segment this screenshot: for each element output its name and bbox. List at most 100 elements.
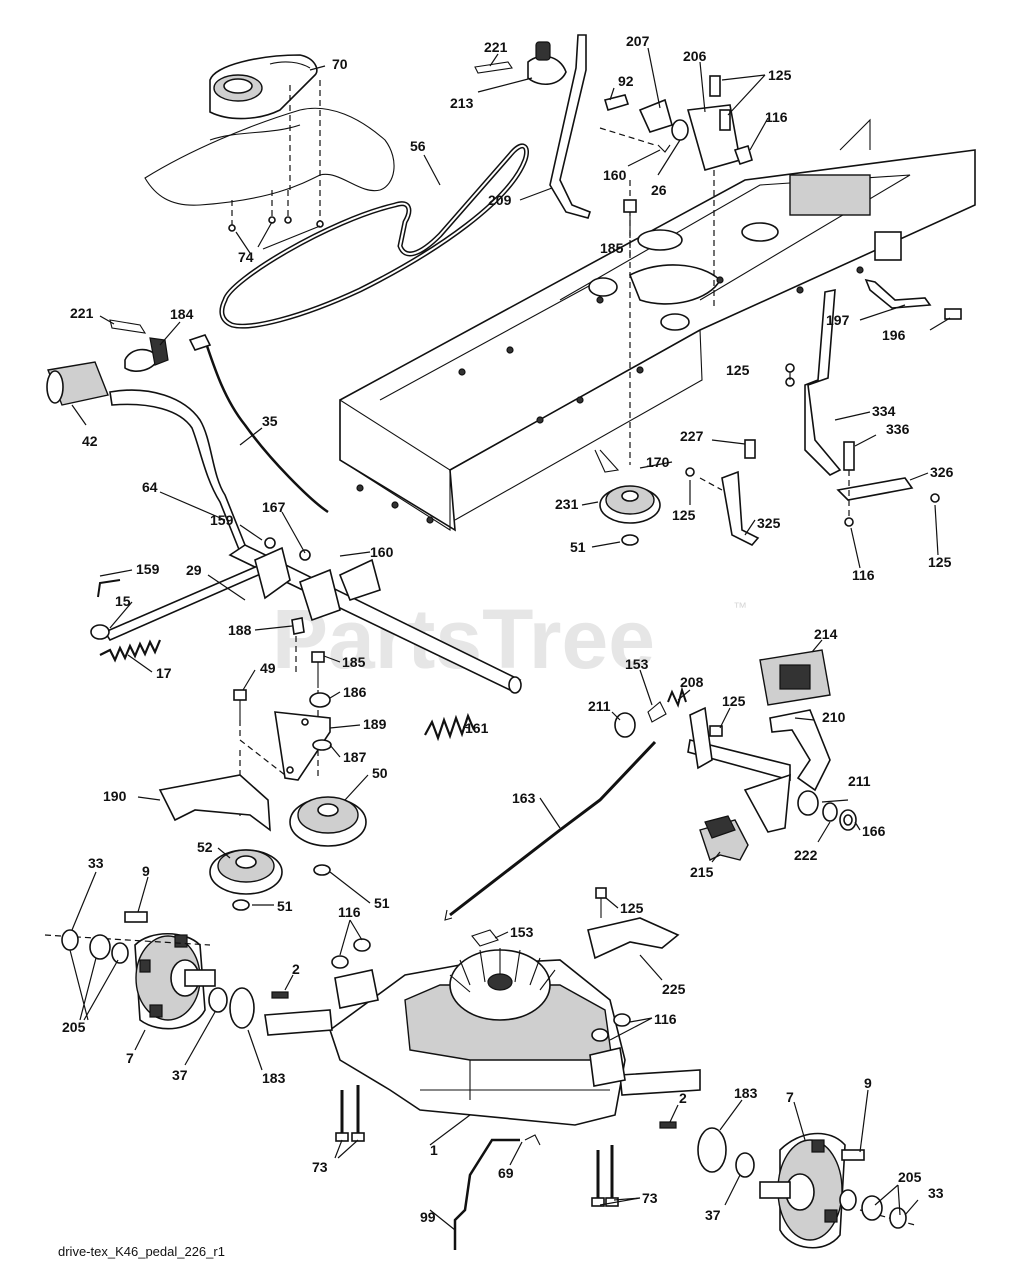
pulley-231 xyxy=(594,449,661,546)
label-2-right: 2 xyxy=(679,1090,687,1106)
shield-190 xyxy=(158,774,271,832)
drive-belt xyxy=(219,143,529,329)
chassis-frame xyxy=(339,118,976,532)
label-221-left: 221 xyxy=(70,305,94,321)
leader-lines xyxy=(69,47,951,1231)
label-7-right: 7 xyxy=(786,1089,794,1105)
label-207: 207 xyxy=(626,33,650,49)
label-231: 231 xyxy=(555,496,579,512)
label-163: 163 xyxy=(512,790,536,806)
seat-control-knob xyxy=(209,54,318,120)
label-222: 222 xyxy=(794,847,818,863)
label-33: 33 xyxy=(88,855,104,871)
pedal-pad-214 xyxy=(759,649,831,706)
label-187: 187 xyxy=(343,749,367,765)
label-15: 15 xyxy=(115,593,131,609)
label-116-right: 116 xyxy=(654,1011,677,1027)
label-225: 225 xyxy=(662,981,686,997)
label-1: 1 xyxy=(430,1142,438,1158)
label-185: 185 xyxy=(342,654,366,670)
label-116-b: 116 xyxy=(852,567,875,583)
bolts-73-right xyxy=(591,1145,619,1207)
label-33-right: 33 xyxy=(928,1185,944,1201)
label-51-b: 51 xyxy=(374,895,390,911)
pedal-arm-210 xyxy=(687,706,831,833)
label-29: 29 xyxy=(186,562,202,578)
label-211: 211 xyxy=(588,698,611,714)
label-159: 159 xyxy=(210,512,234,528)
label-35: 35 xyxy=(262,413,278,429)
label-125-pedal: 125 xyxy=(722,693,746,709)
clips-153-208 xyxy=(647,686,723,737)
label-183: 183 xyxy=(262,1070,286,1086)
label-210: 210 xyxy=(822,709,846,725)
lever-arms-29 xyxy=(90,537,381,642)
label-73-right: 73 xyxy=(642,1190,658,1206)
transaxle-1 xyxy=(264,948,701,1126)
label-334: 334 xyxy=(872,403,896,419)
label-196: 196 xyxy=(882,327,906,343)
label-99: 99 xyxy=(420,1209,436,1225)
hardware-right xyxy=(659,1121,916,1229)
label-221: 221 xyxy=(484,39,508,55)
label-160-top: 160 xyxy=(603,167,627,183)
label-116-top: 116 xyxy=(765,109,788,125)
label-7: 7 xyxy=(126,1050,134,1066)
label-167: 167 xyxy=(262,499,286,515)
label-166: 166 xyxy=(862,823,886,839)
pedal-pad-215 xyxy=(699,815,749,861)
label-211-b: 211 xyxy=(848,773,871,789)
label-183-right: 183 xyxy=(734,1085,758,1101)
clip-153 xyxy=(471,929,499,947)
label-37-right: 37 xyxy=(705,1207,721,1223)
label-208: 208 xyxy=(680,674,704,690)
label-9-right: 9 xyxy=(864,1075,872,1091)
bolt-125-bottom xyxy=(595,887,607,918)
spring-161 xyxy=(424,712,476,742)
label-213: 213 xyxy=(450,95,474,111)
label-50: 50 xyxy=(372,765,388,781)
label-159-left: 159 xyxy=(136,561,160,577)
label-51: 51 xyxy=(277,898,293,914)
label-205: 205 xyxy=(62,1019,86,1035)
label-153: 153 xyxy=(510,924,534,940)
label-2: 2 xyxy=(292,961,300,977)
label-190: 190 xyxy=(103,788,127,804)
label-125-c: 125 xyxy=(928,554,952,570)
label-37: 37 xyxy=(172,1067,188,1083)
label-116: 116 xyxy=(338,904,361,920)
bolt-49 xyxy=(233,689,247,740)
pulley-52 xyxy=(209,849,283,911)
shield-225 xyxy=(587,917,680,960)
label-153-right: 153 xyxy=(625,656,649,672)
label-160: 160 xyxy=(370,544,394,560)
label-326: 326 xyxy=(930,464,954,480)
label-125-top: 125 xyxy=(768,67,792,83)
label-73: 73 xyxy=(312,1159,328,1175)
label-51-right: 51 xyxy=(570,539,586,555)
label-214: 214 xyxy=(814,626,838,642)
label-56: 56 xyxy=(410,138,426,154)
wheel-hub-right-7 xyxy=(759,1132,846,1249)
bracket-325 xyxy=(685,439,760,546)
label-125-b: 125 xyxy=(672,507,696,523)
label-17: 17 xyxy=(156,665,172,681)
label-197: 197 xyxy=(826,312,850,328)
pin-188 xyxy=(291,617,305,675)
label-125-right: 125 xyxy=(726,362,750,378)
lever-knob-213 xyxy=(527,41,567,85)
lock-184 xyxy=(109,319,169,372)
label-26: 26 xyxy=(651,182,667,198)
label-161: 161 xyxy=(465,720,489,736)
rod-35 xyxy=(188,334,329,514)
label-227: 227 xyxy=(680,428,704,444)
label-215: 215 xyxy=(690,864,714,880)
screws-74 xyxy=(228,80,324,232)
hairpin-221-top xyxy=(474,61,513,74)
idler-bracket-189 xyxy=(239,692,332,820)
rod-99 xyxy=(453,1134,541,1250)
spring-17 xyxy=(99,639,162,663)
label-188: 188 xyxy=(228,622,252,638)
label-205-right: 205 xyxy=(898,1169,922,1185)
label-184: 184 xyxy=(170,306,194,322)
